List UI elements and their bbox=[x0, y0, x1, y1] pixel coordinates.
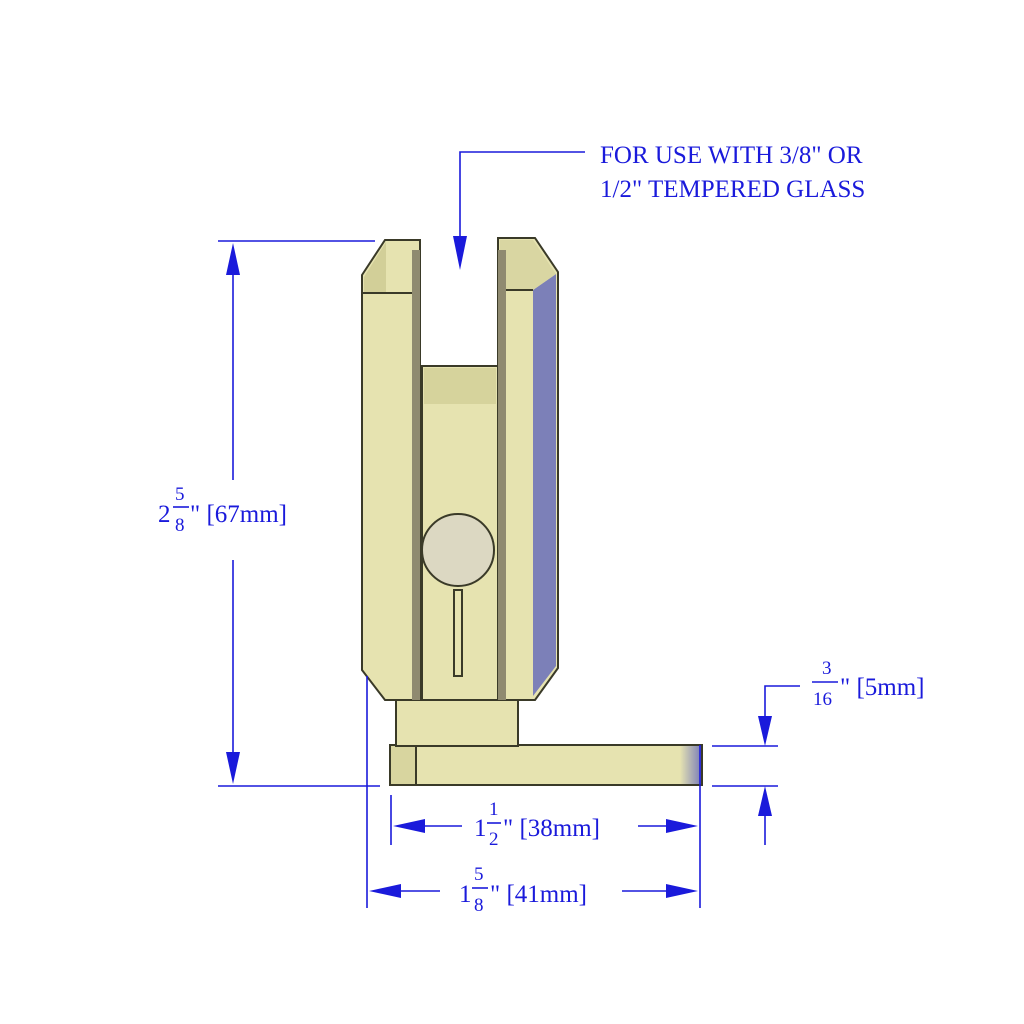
base-plate-end-right bbox=[680, 746, 701, 784]
base-plate-end-left bbox=[389, 744, 417, 786]
base-width-value: " [38mm] bbox=[503, 815, 600, 842]
height-whole: 2 bbox=[158, 501, 171, 528]
overall-width-numerator: 5 bbox=[474, 864, 484, 885]
clamp-body bbox=[361, 237, 703, 786]
center-block-top bbox=[424, 368, 496, 404]
left-gasket bbox=[412, 250, 420, 700]
height-numerator: 5 bbox=[175, 484, 185, 505]
base-plate bbox=[389, 744, 703, 786]
height-denominator: 8 bbox=[175, 515, 185, 536]
pin-icon bbox=[421, 513, 495, 587]
overall-width-value: " [41mm] bbox=[490, 881, 587, 908]
thickness-dimension: 3 16 " [5mm] bbox=[712, 658, 925, 845]
right-jaw-bevel bbox=[500, 240, 556, 290]
overall-width-dimension: 1 5 8 " [41mm] bbox=[366, 676, 698, 916]
right-jaw-side-face bbox=[533, 274, 556, 696]
base-width-denominator: 2 bbox=[489, 829, 499, 850]
callout-line-1: FOR USE WITH 3/8" OR bbox=[600, 142, 863, 169]
left-jaw-bevel bbox=[364, 242, 386, 293]
thickness-denominator: 16 bbox=[813, 689, 832, 710]
thickness-numerator: 3 bbox=[822, 658, 832, 679]
base-width-dimension: 1 1 2 " [38mm] bbox=[390, 745, 701, 908]
clamp-neck bbox=[395, 699, 519, 747]
height-value: " [67mm] bbox=[190, 501, 287, 528]
base-width-whole: 1 bbox=[474, 815, 487, 842]
height-dimension: 2 5 8 " [67mm] bbox=[158, 240, 380, 787]
callout-line-2: 1/2" TEMPERED GLASS bbox=[600, 176, 865, 203]
overall-width-denominator: 8 bbox=[474, 895, 484, 916]
glass-callout: FOR USE WITH 3/8" OR 1/2" TEMPERED GLASS bbox=[453, 142, 865, 270]
base-width-numerator: 1 bbox=[489, 799, 499, 820]
thickness-value: " [5mm] bbox=[840, 674, 925, 701]
right-gasket bbox=[498, 250, 506, 700]
slot bbox=[453, 589, 463, 677]
overall-width-whole: 1 bbox=[459, 881, 472, 908]
left-jaw bbox=[361, 239, 421, 701]
